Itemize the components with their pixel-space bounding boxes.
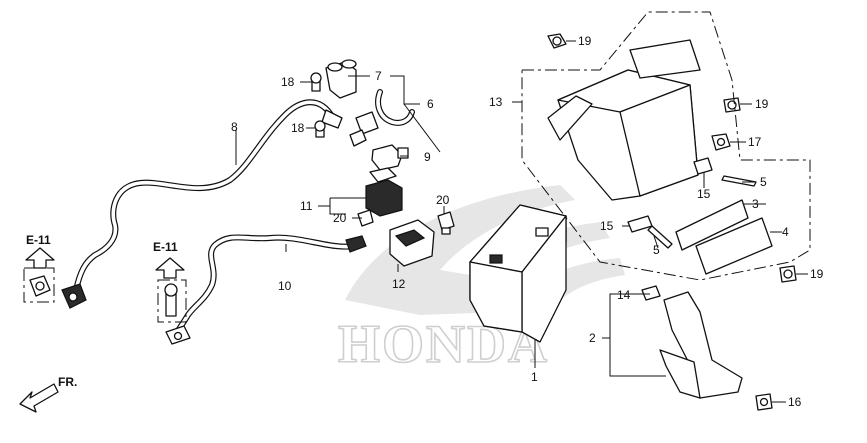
front-arrow-icon [19, 383, 59, 413]
ref-e11-left-label: E-11 [26, 233, 51, 247]
callout-4: 4 [782, 225, 789, 239]
ref-e11-right-label: E-11 [153, 240, 178, 254]
up-arrow-icon [155, 257, 185, 279]
e11-bolt [157, 279, 187, 323]
nut-17 [711, 133, 731, 151]
ref-e11-left: E-11 [25, 233, 55, 269]
grommet-20-right [437, 211, 455, 235]
battery-1 [469, 204, 567, 343]
callout-19-top: 19 [578, 34, 592, 48]
callout-20-left: 20 [333, 211, 347, 225]
callout-13: 13 [489, 95, 503, 109]
pad-14 [641, 285, 661, 301]
fuse-9 [371, 144, 409, 171]
screw-19-right [723, 97, 741, 113]
bolt-16 [755, 393, 773, 411]
callout-16: 16 [788, 395, 802, 409]
grommet-20-left [357, 209, 374, 227]
callout-18-lower: 18 [291, 121, 305, 135]
callout-1: 1 [531, 370, 538, 384]
callout-2: 2 [589, 331, 596, 345]
front-direction-label: FR. [58, 375, 77, 389]
harness-6 [349, 89, 415, 147]
bracket-2 [659, 291, 743, 399]
sheet-3 [675, 199, 749, 251]
callouts: 1 2 3 4 5 5 6 7 8 9 10 11 12 13 14 15 15… [231, 34, 824, 409]
front-direction: FR. [19, 375, 77, 413]
screw-19-top [547, 33, 567, 49]
callout-9: 9 [424, 150, 431, 164]
callout-5-upper: 5 [760, 175, 767, 189]
cable-8 [61, 99, 343, 309]
battery-box-13 [547, 39, 701, 201]
callout-18-upper: 18 [281, 75, 295, 89]
bolt-18-lower [314, 120, 326, 138]
strip-5-upper [721, 175, 757, 187]
terminal-cover-7 [325, 59, 357, 99]
callout-20-right: 20 [436, 193, 450, 207]
callout-7: 7 [375, 69, 382, 83]
leader-lines [235, 40, 808, 403]
callout-11: 11 [300, 199, 313, 213]
callout-3: 3 [752, 197, 759, 211]
callout-8: 8 [231, 120, 238, 134]
cable-10 [165, 234, 367, 345]
up-arrow-icon [25, 247, 55, 269]
callout-14: 14 [617, 288, 631, 302]
relay-11 [365, 167, 403, 217]
callout-17: 17 [748, 135, 762, 149]
callout-12: 12 [392, 277, 406, 291]
e11-nut [23, 267, 55, 303]
callout-6: 6 [427, 97, 434, 111]
sheet-4 [695, 217, 773, 275]
callout-19-right: 19 [755, 97, 769, 111]
callout-5-lower: 5 [653, 243, 660, 257]
strip-5-lower [647, 225, 673, 249]
pad-15-upper [693, 157, 713, 175]
callout-15-lower: 15 [600, 219, 614, 233]
bolt-18-upper [310, 72, 322, 92]
callout-10: 10 [278, 279, 292, 293]
group-outline-13 [521, 11, 811, 281]
callout-19-bottom: 19 [810, 267, 824, 281]
callout-15-upper: 15 [697, 187, 711, 201]
relay-holder-12 [389, 219, 435, 267]
ref-e11-right: E-11 [153, 240, 185, 279]
screw-19-bottom [779, 265, 797, 283]
